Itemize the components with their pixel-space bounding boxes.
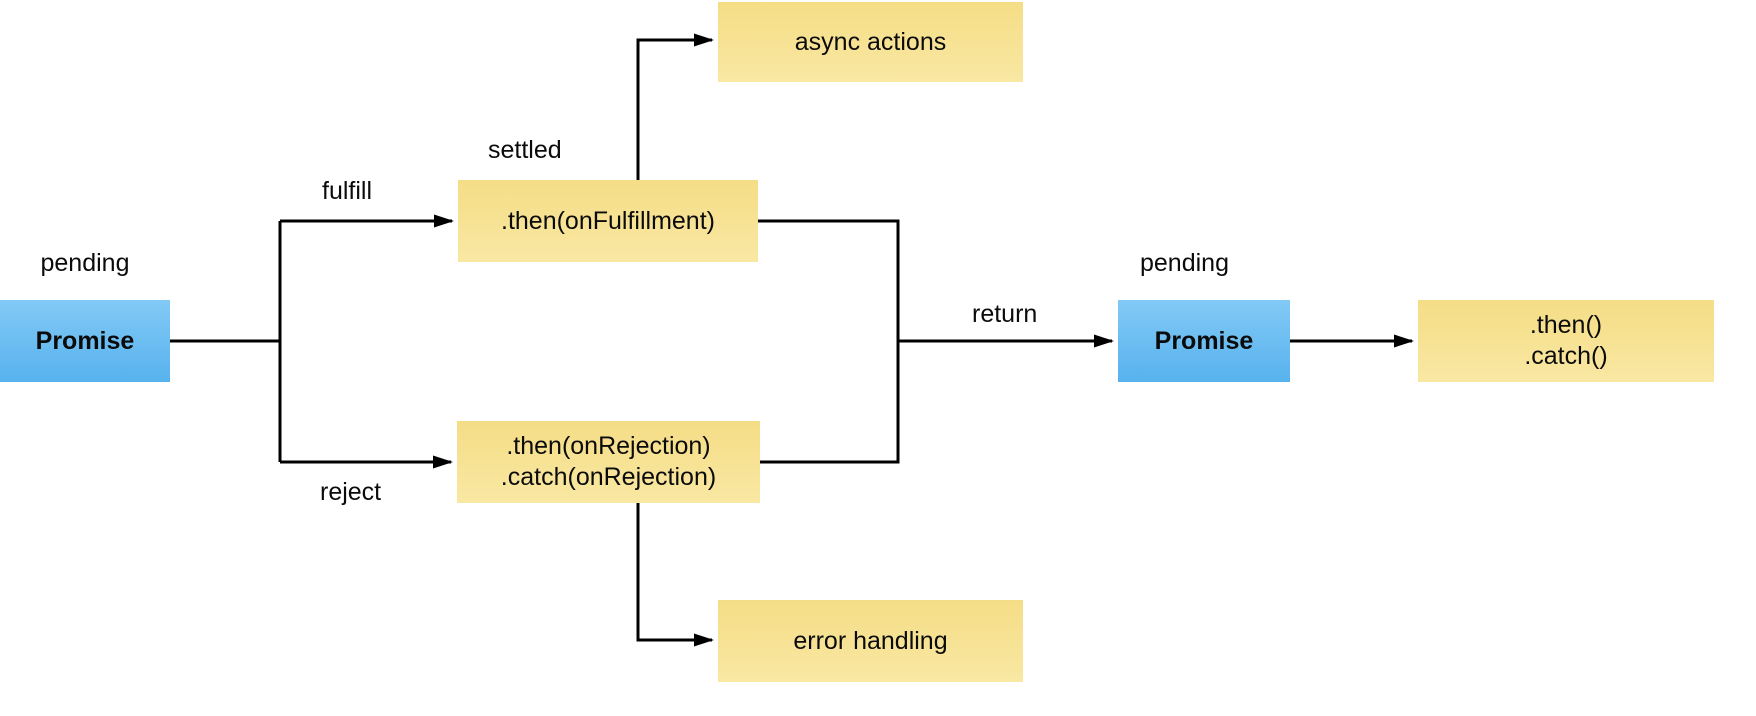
then-catch-node: .then() .catch() bbox=[1418, 300, 1714, 382]
state-label-pending-returned: pending bbox=[1140, 249, 1229, 277]
rejection-handler-line2: .catch(onRejection) bbox=[500, 463, 717, 491]
edge-label-reject: reject bbox=[320, 478, 382, 506]
state-label-settled: settled bbox=[488, 136, 562, 164]
error-handling-label: error handling bbox=[793, 626, 948, 655]
state-label-pending-initial: pending bbox=[40, 249, 130, 277]
promise-node-returned: Promise bbox=[1118, 300, 1290, 382]
edge-merge-bracket bbox=[758, 219, 900, 464]
edge-rejection-to-error-arrow bbox=[636, 502, 714, 647]
promise-node-initial-label: Promise bbox=[35, 326, 135, 355]
async-actions-node: async actions bbox=[718, 2, 1023, 82]
then-catch-line1: .then() bbox=[1529, 311, 1603, 339]
rejection-handler-node: .then(onRejection) .catch(onRejection) bbox=[457, 421, 760, 503]
fulfillment-handler-label: .then(onFulfillment) bbox=[501, 206, 715, 235]
promise-node-returned-label: Promise bbox=[1154, 326, 1254, 355]
promise-node-initial: Promise bbox=[0, 300, 170, 382]
then-catch-line2: .catch() bbox=[1524, 342, 1608, 370]
fulfillment-handler-node: .then(onFulfillment) bbox=[458, 180, 758, 262]
edge-label-return: return bbox=[972, 300, 1038, 328]
error-handling-node: error handling bbox=[718, 600, 1023, 682]
edge-fulfillment-to-async-arrow bbox=[636, 33, 714, 181]
async-actions-label: async actions bbox=[794, 27, 947, 56]
edge-label-fulfill: fulfill bbox=[322, 177, 373, 205]
rejection-handler-line1: .then(onRejection) bbox=[506, 432, 711, 460]
